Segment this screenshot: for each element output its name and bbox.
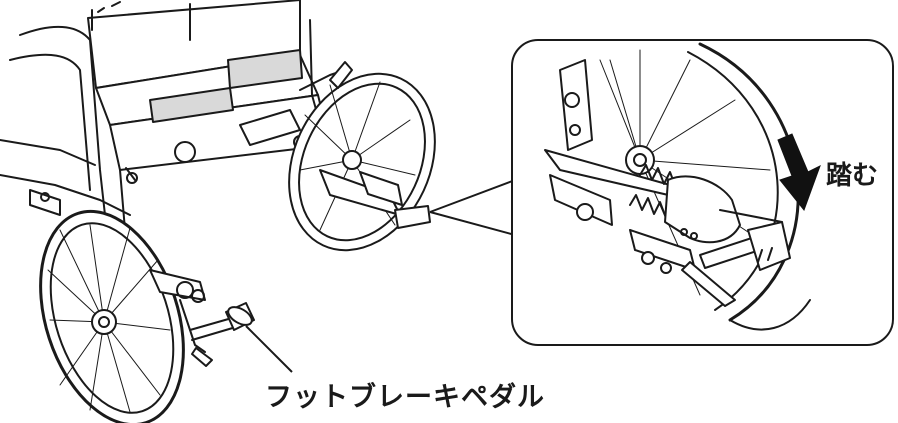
step-on-label: 踏む [826,161,878,191]
foot-brake-assembly [149,269,237,367]
wheelchair-illustration [0,0,436,423]
wheelchair-left-wheel [39,209,185,423]
callout-pointer [429,179,516,236]
foot-brake-pedal [225,302,255,331]
wheelchair-right-wheel [288,61,436,252]
pedal-leader-line [245,325,293,373]
detail-wheel-closeup [544,42,811,331]
foot-brake-pedal-label: フットブレーキペダル [265,381,545,413]
wheelchair-backrest [87,0,331,171]
arrow-down-icon [777,133,821,212]
detail-callout-panel: 踏む [511,39,894,346]
